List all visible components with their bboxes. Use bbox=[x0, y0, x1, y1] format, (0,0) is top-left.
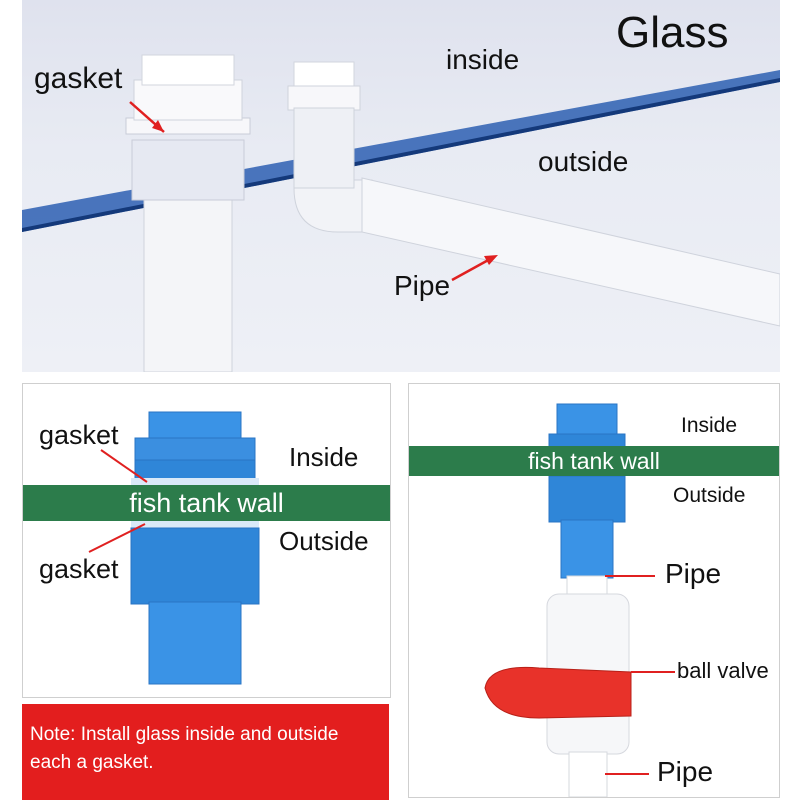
fish-tank-wall-label: fish tank wall bbox=[129, 488, 284, 518]
fitting-upper-nut bbox=[134, 437, 256, 463]
valve-diagram-panel: fish tank wall Inside Outside Pipe ball … bbox=[408, 383, 780, 798]
fish-tank-wall-band: fish tank wall bbox=[23, 485, 390, 521]
note-line-1: Note: Install glass inside and outside bbox=[30, 724, 339, 745]
valve-assembly-illustration bbox=[484, 403, 675, 797]
fitting-top-cap bbox=[148, 411, 242, 441]
gasket-label: gasket bbox=[34, 62, 123, 95]
fitting-lower-nut bbox=[130, 527, 260, 605]
outside-label: Outside bbox=[673, 484, 746, 507]
installation-note: Note: Install glass inside and outside e… bbox=[22, 704, 389, 800]
valve-fitting-stem bbox=[560, 519, 614, 579]
elbow bbox=[293, 179, 373, 233]
left-fitting-top bbox=[141, 54, 235, 86]
fitting-lower-body bbox=[148, 601, 242, 685]
pipe-arrowhead bbox=[484, 255, 498, 265]
left-fitting-body bbox=[131, 139, 245, 201]
outside-label: Outside bbox=[279, 526, 369, 556]
glass-installation-photo: Glass inside outside gasket Pipe bbox=[22, 0, 780, 372]
left-fitting-nut bbox=[133, 79, 243, 121]
valve-fitting-top bbox=[556, 403, 618, 439]
glass-illustration bbox=[22, 54, 780, 372]
right-fitting-nut bbox=[287, 85, 361, 111]
bulkhead-fitting-illustration bbox=[88, 411, 260, 685]
gasket-top-pointer bbox=[100, 449, 148, 483]
lower-pipe bbox=[568, 751, 608, 797]
pipe-label: Pipe bbox=[394, 270, 451, 301]
gasket-top-label: gasket bbox=[39, 420, 119, 450]
fish-tank-wall-band: fish tank wall bbox=[409, 446, 779, 476]
valve-fitting-lower bbox=[548, 475, 626, 523]
gasket-arrowhead bbox=[152, 120, 164, 132]
left-pipe bbox=[143, 189, 233, 372]
pipe-bottom-label: Pipe bbox=[657, 756, 714, 787]
right-fitting-body bbox=[293, 107, 355, 189]
inside-label: inside bbox=[446, 44, 520, 75]
ball-valve-label: ball valve bbox=[677, 658, 769, 683]
note-line-2: each a gasket. bbox=[30, 752, 154, 773]
right-fitting-top bbox=[293, 61, 355, 89]
horizontal-pipe bbox=[361, 177, 780, 327]
outside-label: outside bbox=[538, 146, 629, 177]
lower-gasket bbox=[131, 520, 259, 528]
fish-tank-wall-label: fish tank wall bbox=[528, 448, 660, 474]
pipe-arrow bbox=[451, 256, 493, 282]
glass-title: Glass bbox=[616, 8, 729, 57]
inside-label: Inside bbox=[289, 442, 359, 472]
upper-gasket bbox=[131, 478, 259, 486]
gasket-bottom-pointer bbox=[88, 523, 146, 553]
bulkhead-diagram-panel: fish tank wall gasket gasket Inside Outs… bbox=[22, 383, 391, 698]
gasket-bottom-label: gasket bbox=[39, 554, 119, 584]
inside-label: Inside bbox=[681, 414, 738, 437]
valve-handle bbox=[484, 666, 632, 719]
pipe-top-label: Pipe bbox=[665, 558, 722, 589]
